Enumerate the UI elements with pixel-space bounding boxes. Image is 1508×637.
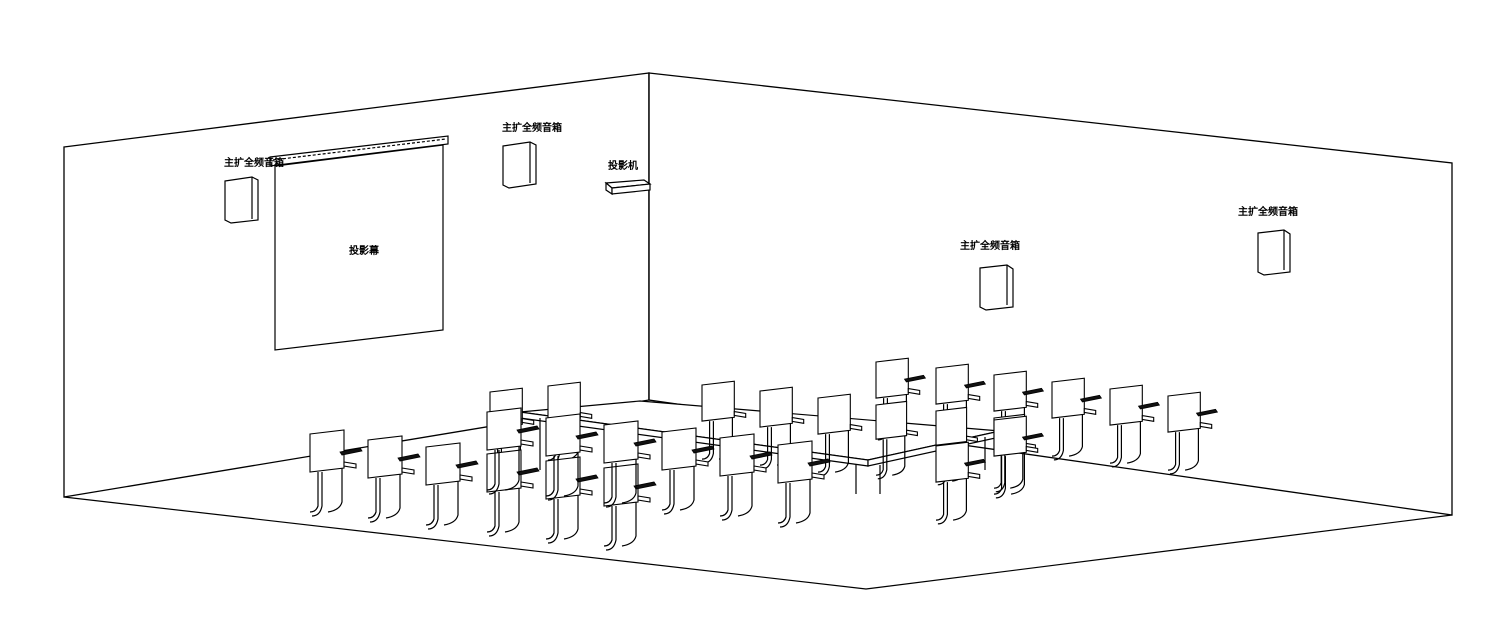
chair-group [309, 357, 1219, 551]
projection-screen: 投影幕 [269, 135, 449, 351]
chair [935, 441, 987, 525]
chair [777, 440, 831, 528]
speaker-right-b-label: 主扩全频音箱 [1238, 205, 1298, 218]
screen-roller [269, 135, 449, 167]
floor-outline [63, 496, 1453, 590]
speaker-left-label: 主扩全频音箱 [224, 156, 284, 169]
projector: 投影机 [604, 159, 652, 196]
chair [603, 420, 657, 508]
chair [309, 429, 363, 517]
chair [1167, 391, 1219, 475]
chair [875, 400, 918, 480]
chair [486, 407, 540, 495]
chair [817, 393, 863, 477]
chair [993, 415, 1045, 499]
chair [425, 442, 479, 530]
chair [1051, 377, 1103, 461]
chair [1109, 384, 1161, 468]
chair [367, 435, 421, 523]
speaker-right-a-label: 主扩全频音箱 [960, 239, 1020, 252]
speaker-back-center: 主扩全频音箱 [502, 121, 562, 189]
speaker-right-a: 主扩全频音箱 [960, 239, 1020, 311]
speaker-right-b: 主扩全频音箱 [1238, 205, 1298, 276]
chair [661, 427, 715, 515]
speaker-back-center-label: 主扩全频音箱 [502, 121, 562, 134]
projector-label: 投影机 [608, 159, 638, 172]
room-walls [63, 72, 1453, 590]
screen-surface [274, 144, 444, 351]
speaker-left: 主扩全频音箱 [224, 156, 284, 224]
chair [719, 433, 773, 521]
chair [545, 413, 599, 501]
screen-label: 投影幕 [349, 244, 380, 257]
